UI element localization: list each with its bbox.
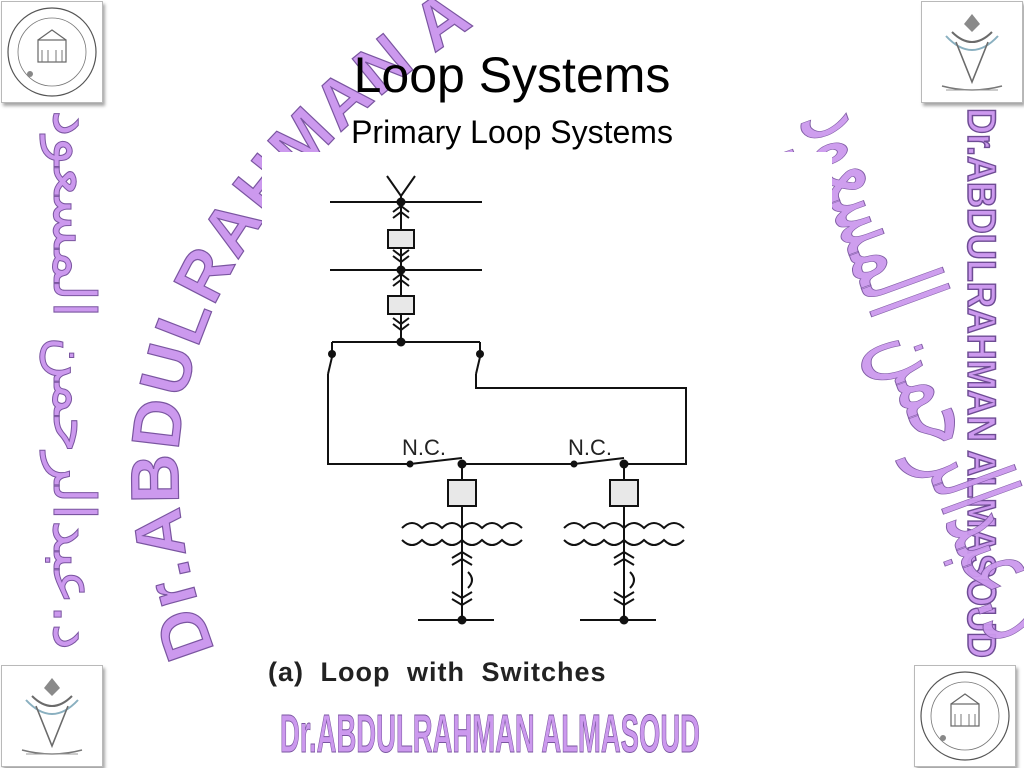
left-sectionalizer-blade <box>327 356 333 375</box>
transformer-primary-icon <box>401 522 523 530</box>
right-loop-conductor <box>475 374 687 465</box>
switch-node <box>457 459 467 469</box>
university-logo-bottom-right <box>914 665 1016 767</box>
university-logo-top-left <box>1 1 103 103</box>
disconnect-icon <box>613 550 635 566</box>
transformer-primary-icon <box>563 522 685 530</box>
university-crest-icon <box>920 671 1010 761</box>
load-node <box>619 615 629 625</box>
nc-switch-left <box>409 457 463 465</box>
fuse-icon <box>467 571 473 589</box>
transformer-secondary-icon <box>563 538 685 546</box>
nc-switch-right <box>573 457 625 465</box>
disconnect-icon <box>392 249 410 264</box>
slide-subtitle: Primary Loop Systems <box>351 114 673 150</box>
transformer-secondary-icon <box>401 538 523 546</box>
nc-label-left: N.C. <box>402 435 446 460</box>
watermark-left-arabic: د.عبدالرحمن المسعود <box>39 110 108 650</box>
figure-caption: (a) Loop with Switches <box>268 657 607 687</box>
slide-title: Loop Systems <box>353 47 671 103</box>
breaker-icon <box>387 229 415 249</box>
bus-node <box>396 337 406 347</box>
switch-node <box>406 460 414 468</box>
loop-single-line-diagram: N.C. N.C. <box>327 175 687 625</box>
watermark-right-vertical: Dr.ABDULRAHMAN ALMASOUD <box>959 108 1003 658</box>
fuse-icon <box>629 571 635 589</box>
watermark-bottom-text: Dr.ABDULRAHMAN ALMASOUD <box>280 704 700 764</box>
disconnect-icon <box>392 317 410 332</box>
source-feed-symbol <box>386 175 416 198</box>
switch-node <box>476 350 484 358</box>
disconnect-icon <box>451 591 473 607</box>
left-loop-conductor <box>327 374 410 465</box>
university-crest-icon <box>7 7 97 97</box>
switch-node <box>619 459 629 469</box>
university-emblem-icon <box>21 678 83 755</box>
breaker-icon <box>387 295 415 315</box>
disconnect-icon <box>451 550 473 566</box>
switch-node <box>328 350 336 358</box>
lateral-breaker-icon <box>609 479 639 507</box>
nc-label-right: N.C. <box>568 435 612 460</box>
university-logo-top-right <box>921 1 1023 103</box>
switch-node <box>570 460 578 468</box>
university-logo-bottom-left <box>1 665 103 767</box>
bus-node <box>396 197 406 207</box>
lateral-breaker-icon <box>447 479 477 507</box>
disconnect-icon <box>613 591 635 607</box>
right-sectionalizer-blade <box>475 356 481 375</box>
bus-node <box>396 265 406 275</box>
university-emblem-icon <box>941 14 1003 91</box>
loop-diagram-figure: N.C. N.C. <box>262 152 832 698</box>
load-node <box>457 615 467 625</box>
